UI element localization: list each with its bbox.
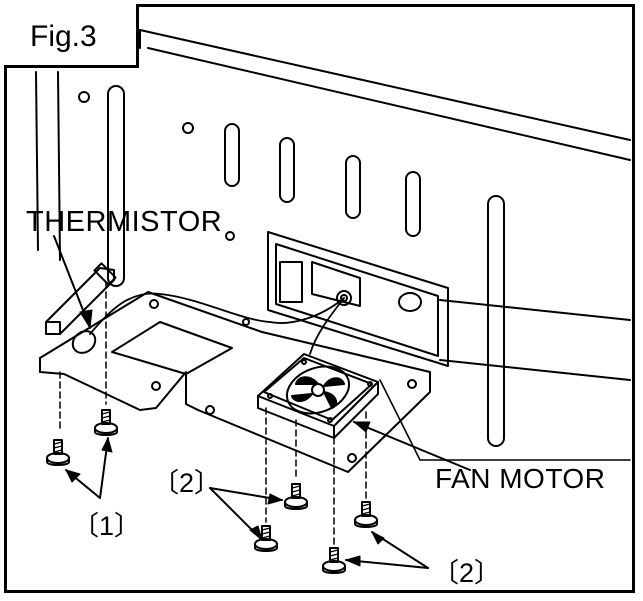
screw-2a: [284, 483, 308, 510]
thermistor-callout: THERMISTOR: [26, 206, 223, 238]
panel-slots: [78, 85, 505, 447]
figure-label-box: Fig.3: [4, 4, 139, 68]
thermistor-icon: [71, 292, 345, 354]
figure-frame: [4, 4, 635, 593]
screw-2c: [354, 501, 378, 528]
arrowheads: [65, 309, 385, 567]
screw-1a: [46, 439, 70, 466]
fan-icon: [257, 297, 379, 439]
screw-1-callout: 〔1〕: [72, 511, 142, 541]
mounting-plate: [39, 291, 431, 473]
alignment-lines: [59, 281, 367, 547]
screw-2-callout-lower: 〔2〕: [432, 558, 502, 588]
screw-2d: [322, 547, 346, 574]
screw-icon: [46, 409, 378, 574]
screw-2-callout-upper: 〔2〕: [152, 468, 222, 498]
screw-2b: [254, 525, 278, 552]
thermistor-bracket: [45, 262, 117, 335]
fan-mount-recess: [267, 231, 449, 367]
fan-motor-callout: FAN MOTOR: [435, 463, 606, 494]
screw-1b: [94, 409, 118, 436]
cabinet-panel: [35, 29, 631, 461]
figure-label: Fig.3: [30, 20, 97, 53]
